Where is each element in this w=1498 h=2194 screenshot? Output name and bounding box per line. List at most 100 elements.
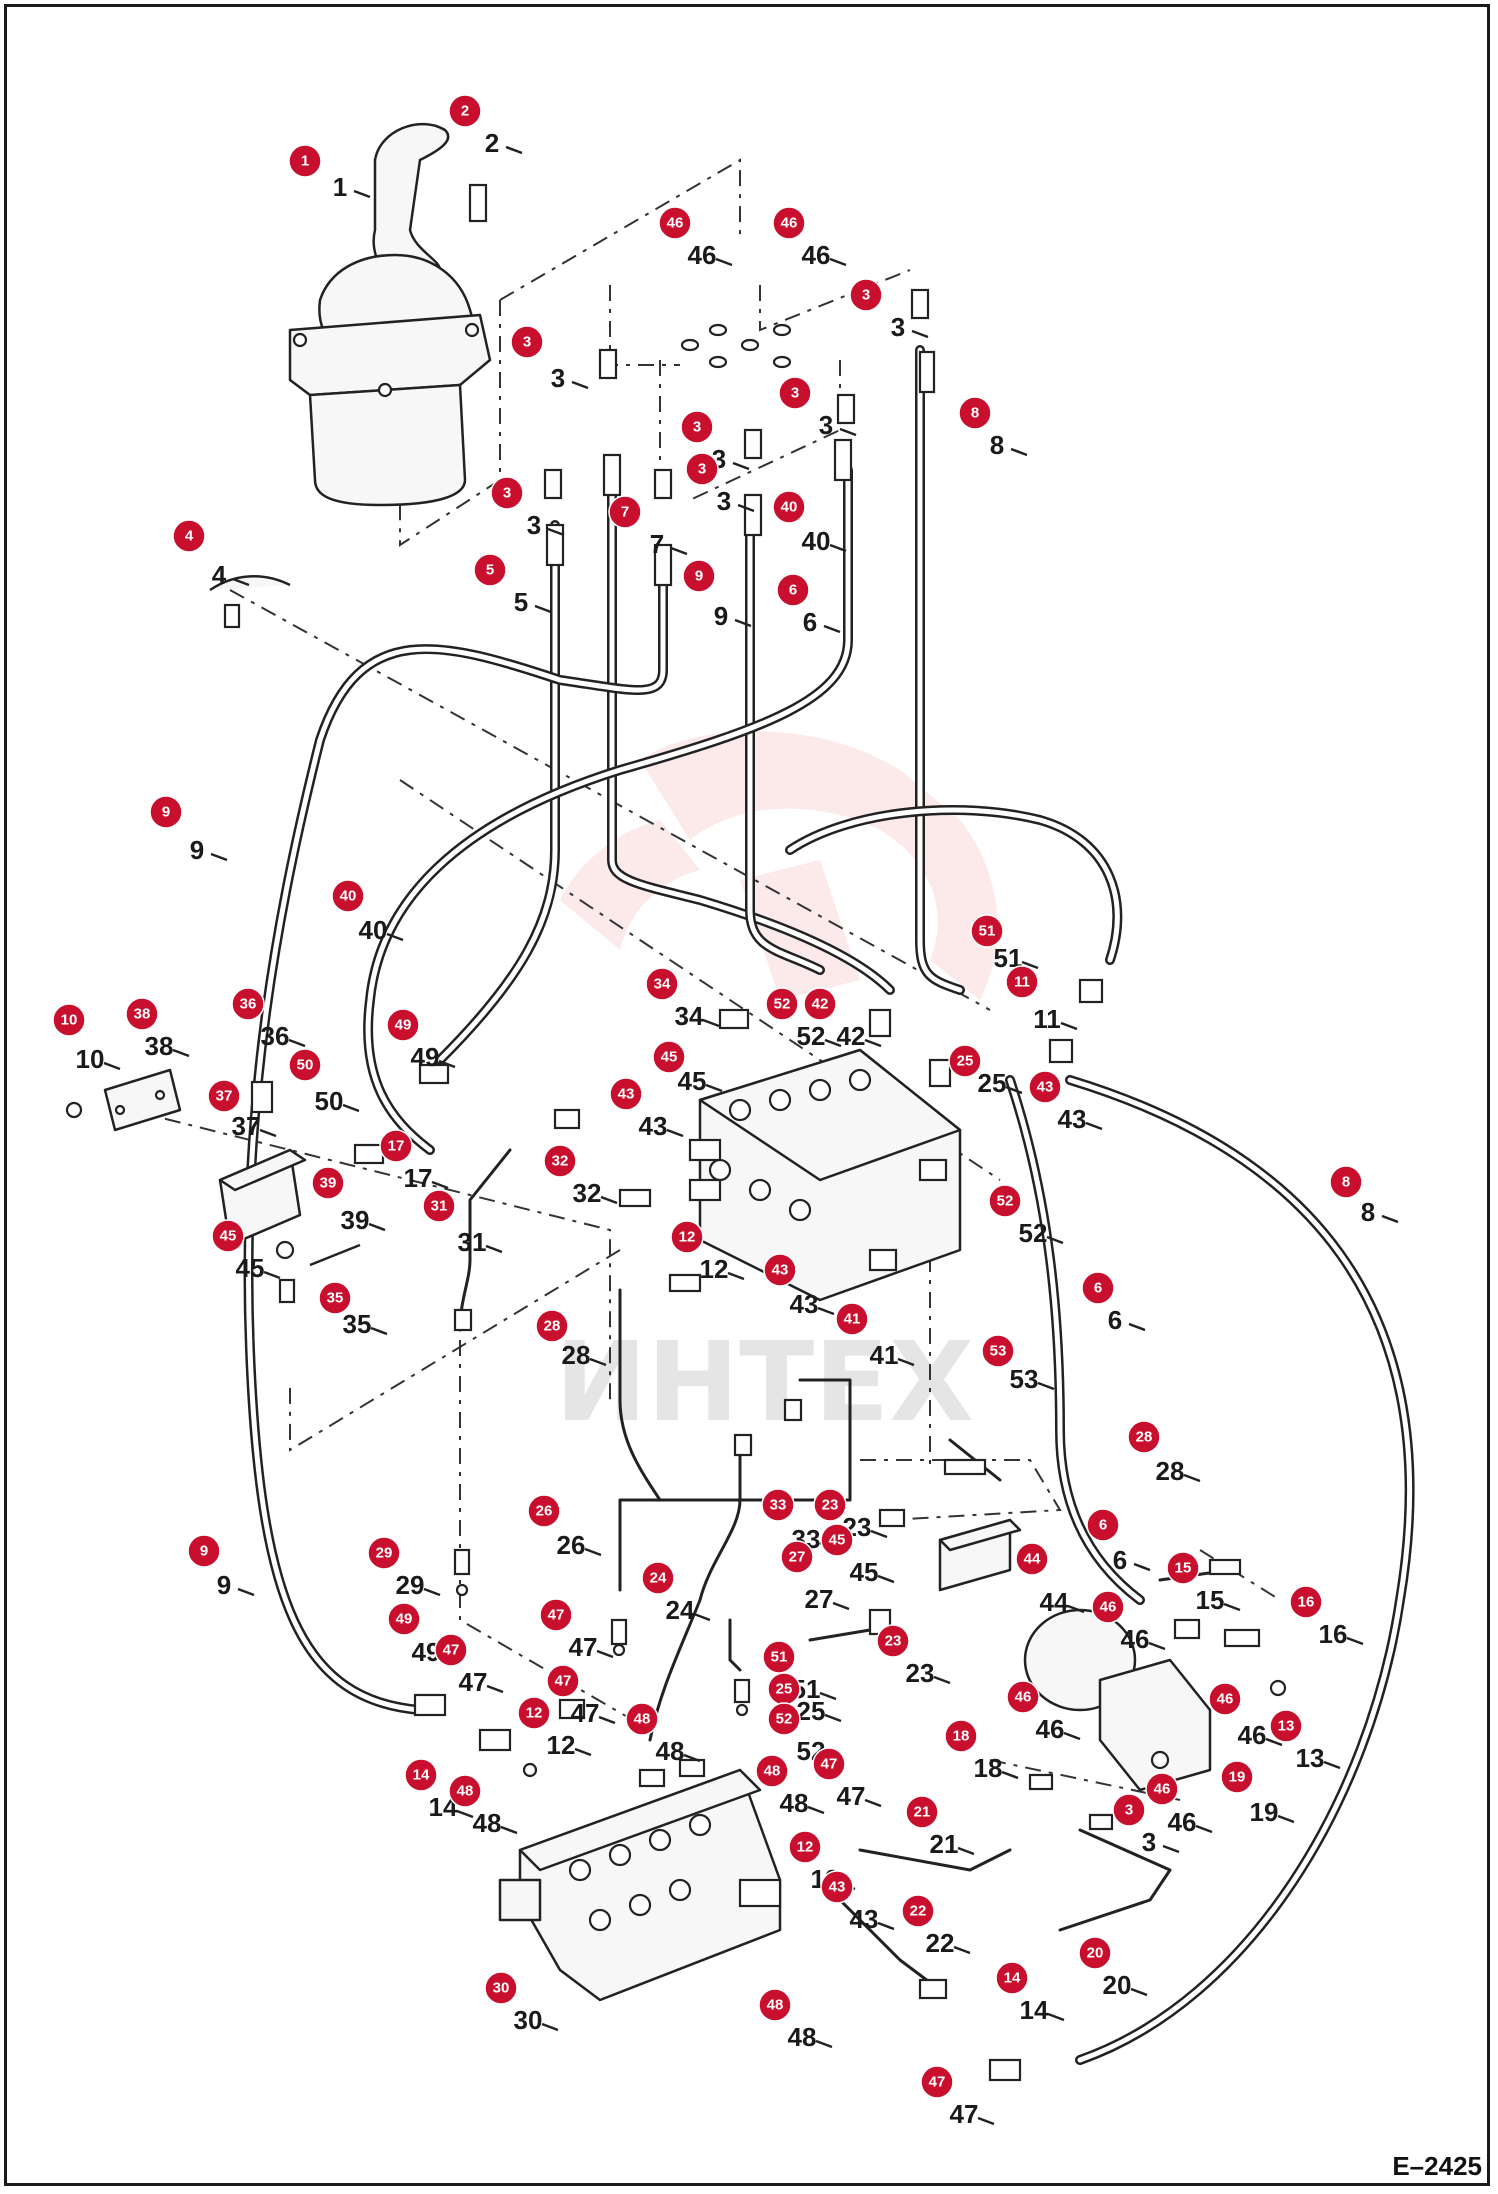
callout-badge[interactable] <box>231 987 265 1021</box>
callout-badge[interactable] <box>535 1309 569 1343</box>
callout-badge[interactable] <box>1091 1590 1125 1624</box>
callout-badge[interactable] <box>288 144 322 178</box>
callout-badge[interactable] <box>658 206 692 240</box>
callout-badge[interactable] <box>876 1624 910 1658</box>
callout-badge[interactable] <box>1081 1271 1115 1305</box>
callout-badge[interactable] <box>820 1523 854 1557</box>
callout-badge[interactable] <box>1005 965 1039 999</box>
callout-badge[interactable] <box>288 1048 322 1082</box>
callout-badge[interactable] <box>670 1220 704 1254</box>
callout-badge[interactable] <box>484 1971 518 2005</box>
callout-badge[interactable] <box>527 1494 561 1528</box>
callout-badge[interactable] <box>608 495 642 529</box>
callout-badge[interactable] <box>367 1536 401 1570</box>
callout-badge[interactable] <box>434 1633 468 1667</box>
callout-badge[interactable] <box>172 519 206 553</box>
callout-badge[interactable] <box>944 1719 978 1753</box>
callout-badge[interactable] <box>780 1540 814 1574</box>
part-number-label: 43 <box>1058 1104 1087 1134</box>
callout-badge[interactable] <box>386 1008 420 1042</box>
callout-badge[interactable] <box>835 1302 869 1336</box>
callout-badge[interactable] <box>762 1640 796 1674</box>
callout-badge[interactable] <box>755 1754 789 1788</box>
callout-badge[interactable] <box>767 1702 801 1736</box>
callout-badge[interactable] <box>776 573 810 607</box>
callout-badge[interactable] <box>820 1870 854 1904</box>
callout-badge[interactable] <box>645 967 679 1001</box>
callout-badge[interactable] <box>1289 1585 1323 1619</box>
callout-badge[interactable] <box>546 1664 580 1698</box>
callout-badge[interactable] <box>772 490 806 524</box>
callout-badge[interactable] <box>682 559 716 593</box>
callout-badge[interactable] <box>1112 1793 1146 1827</box>
callout-badge[interactable] <box>473 553 507 587</box>
callout-leader <box>877 1574 895 1584</box>
callout-badge[interactable] <box>1145 1772 1179 1806</box>
callout-badge-number: 30 <box>493 1980 510 1997</box>
callout-badge[interactable] <box>901 1894 935 1928</box>
callout-badge[interactable] <box>311 1166 345 1200</box>
callout-badge[interactable] <box>379 1129 413 1163</box>
callout-badge[interactable] <box>207 1079 241 1113</box>
callout-badge[interactable] <box>211 1219 245 1253</box>
callout-badge[interactable] <box>778 376 812 410</box>
callout-badge[interactable] <box>652 1040 686 1074</box>
callout-badge[interactable] <box>125 997 159 1031</box>
callout-badge[interactable] <box>948 1044 982 1078</box>
callout-badge[interactable] <box>905 1795 939 1829</box>
part-number-label: 45 <box>678 1066 707 1096</box>
callout-leader <box>877 1921 895 1931</box>
callout-badge[interactable] <box>318 1281 352 1315</box>
callout-badge[interactable] <box>1006 1680 1040 1714</box>
callout-badge[interactable] <box>685 452 719 486</box>
callout-badge[interactable] <box>331 879 365 913</box>
callout-badge[interactable] <box>539 1598 573 1632</box>
callout-badge[interactable] <box>1028 1070 1062 1104</box>
callout-badge[interactable] <box>609 1077 643 1111</box>
callout-badge-number: 47 <box>555 1673 572 1690</box>
callout-badge[interactable] <box>187 1534 221 1568</box>
callout-badge[interactable] <box>1166 1551 1200 1585</box>
callout-badge[interactable] <box>803 987 837 1021</box>
callout-badge[interactable] <box>1329 1165 1363 1199</box>
callout-badge[interactable] <box>788 1830 822 1864</box>
callout-badge[interactable] <box>149 795 183 829</box>
callout-badge[interactable] <box>761 1488 795 1522</box>
callout-badge[interactable] <box>981 1334 1015 1368</box>
callout-badge[interactable] <box>1208 1682 1242 1716</box>
callout-badge[interactable] <box>1269 1709 1303 1743</box>
callout-badge[interactable] <box>988 1184 1022 1218</box>
callout-badge[interactable] <box>1086 1508 1120 1542</box>
callout-badge[interactable] <box>772 206 806 240</box>
callout-badge[interactable] <box>920 2065 954 2099</box>
callout-badge[interactable] <box>490 476 524 510</box>
callout-badge[interactable] <box>1015 1542 1049 1576</box>
callout-badge[interactable] <box>995 1961 1029 1995</box>
callout-badge[interactable] <box>958 396 992 430</box>
callout-4: 44 <box>172 519 250 590</box>
callout-badge[interactable] <box>765 987 799 1021</box>
part-number-label: 26 <box>557 1530 586 1560</box>
callout-badge[interactable] <box>448 1774 482 1808</box>
callout-badge[interactable] <box>641 1561 675 1595</box>
callout-badge[interactable] <box>813 1488 847 1522</box>
callout-badge[interactable] <box>543 1144 577 1178</box>
callout-badge[interactable] <box>517 1696 551 1730</box>
callout-badge[interactable] <box>680 410 714 444</box>
callout-badge[interactable] <box>812 1747 846 1781</box>
callout-badge[interactable] <box>510 325 544 359</box>
callout-badge[interactable] <box>763 1253 797 1287</box>
callout-badge[interactable] <box>625 1702 659 1736</box>
callout-badge[interactable] <box>758 1988 792 2022</box>
callout-badge[interactable] <box>422 1189 456 1223</box>
callout-badge[interactable] <box>404 1758 438 1792</box>
callout-badge[interactable] <box>387 1602 421 1636</box>
callout-badge[interactable] <box>1220 1760 1254 1794</box>
callout-badge[interactable] <box>970 914 1004 948</box>
callout-badge[interactable] <box>448 94 482 128</box>
callout-badge[interactable] <box>1078 1936 1112 1970</box>
callout-badge[interactable] <box>52 1003 86 1037</box>
callout-badge[interactable] <box>849 278 883 312</box>
callout-badge[interactable] <box>1127 1420 1161 1454</box>
